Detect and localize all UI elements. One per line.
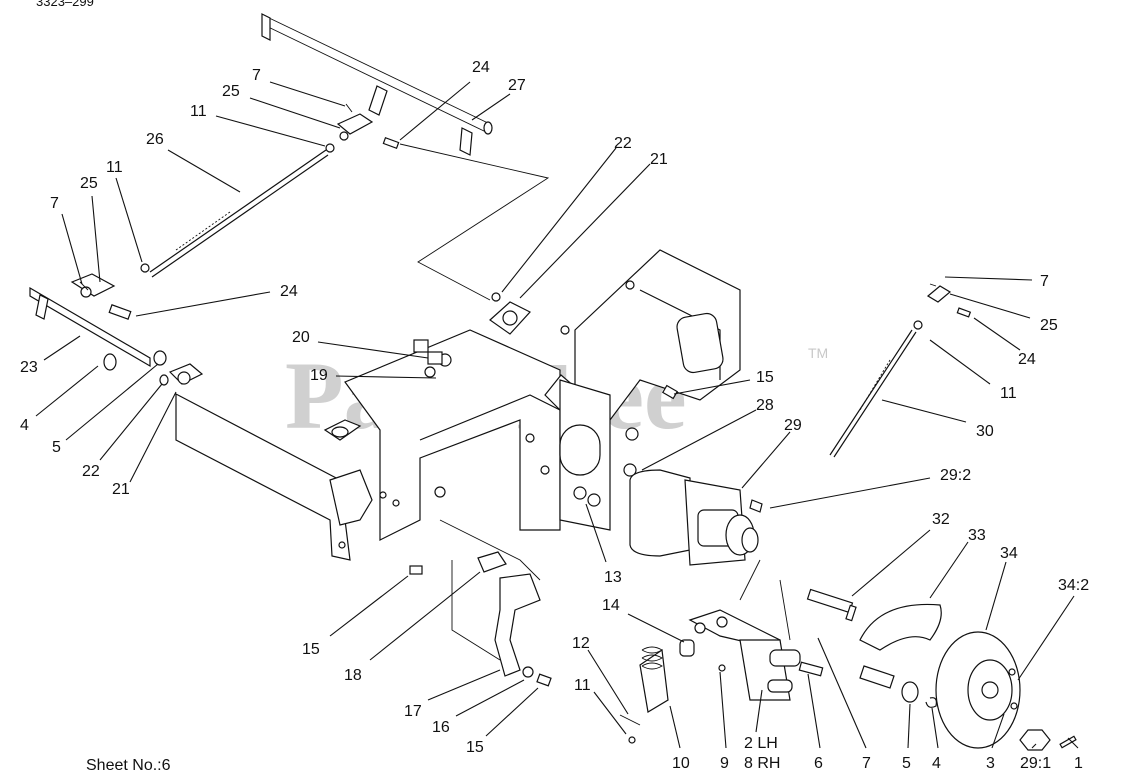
bolt-left (409, 565, 423, 575)
callout-label: 4 (20, 417, 29, 434)
callout-label: 26 (146, 131, 164, 148)
routing-lines (399, 143, 791, 661)
callout-label: 28 (756, 397, 774, 414)
left-frame-bracket (175, 393, 373, 561)
brake-bellcrank (679, 609, 824, 701)
callout-label: 22 (614, 135, 632, 152)
long-bolt (806, 588, 857, 622)
callout-label: 2 LH (744, 735, 778, 752)
right-housing (559, 249, 741, 531)
callout-label: 32 (932, 511, 950, 528)
drawing-number: 3323–299 (36, 0, 94, 9)
callout-label: 29:1 (1020, 755, 1051, 772)
leader-lines (35, 81, 1079, 749)
spring (619, 646, 669, 744)
callout-label: 33 (968, 527, 986, 544)
callout-label: 22 (82, 463, 100, 480)
central-frame (323, 329, 576, 541)
callout-label: 24 (280, 283, 298, 300)
nut-20 (427, 351, 443, 365)
callout-label: 18 (344, 667, 362, 684)
callout-label: 6 (814, 755, 823, 772)
callout-label: 15 (756, 369, 774, 386)
callout-label: 11 (1000, 385, 1017, 402)
callout-label: 24 (472, 59, 490, 76)
callout-label: 15 (466, 739, 484, 756)
callout-label: 7 (50, 195, 59, 212)
callout-label: 7 (252, 67, 261, 84)
callout-label: 27 (508, 77, 526, 94)
callout-label: 14 (602, 597, 620, 614)
washer-right (901, 681, 919, 703)
upper-cross-shaft (261, 13, 493, 156)
callout-label: 10 (672, 755, 690, 772)
sheet-label: Sheet No.:6 (86, 757, 171, 774)
callout-label: 5 (52, 439, 61, 456)
brake-band (859, 603, 942, 689)
left-shaft (29, 273, 204, 386)
callout-label: 20 (292, 329, 310, 346)
callout-label: 11 (574, 677, 591, 694)
right-rod (829, 283, 972, 458)
clip-right (925, 697, 937, 708)
brake-pedal (477, 551, 552, 687)
callout-label: 4 (932, 755, 941, 772)
callout-label: 11 (106, 159, 123, 176)
upper-clevis-group (325, 103, 400, 153)
bolt-mid (413, 339, 429, 353)
callout-label: 7 (862, 755, 871, 772)
brake-drum (935, 631, 1021, 749)
key-pin (749, 499, 763, 513)
callout-label: 1 (1074, 755, 1083, 772)
part-drawings (29, 13, 1077, 751)
callout-label: 11 (190, 103, 207, 120)
castle-nut (1019, 729, 1077, 751)
callout-label: 29 (784, 417, 802, 434)
callout-label: 30 (976, 423, 994, 440)
callout-label: 25 (222, 83, 240, 100)
callout-label: 3 (986, 755, 995, 772)
upper-rod (140, 149, 329, 278)
callout-label: 7 (1040, 273, 1049, 290)
callout-label: 24 (1018, 351, 1036, 368)
callout-labels: 7 25 11 24 27 26 11 25 7 24 23 4 5 22 21… (20, 59, 1089, 772)
callout-label: 23 (20, 359, 38, 376)
callout-label: 34 (1000, 545, 1018, 562)
callout-label: 25 (80, 175, 98, 192)
callout-label: 5 (902, 755, 911, 772)
callout-label: 15 (302, 641, 320, 658)
callout-label: 21 (112, 481, 130, 498)
watermark-tm: TM (808, 345, 828, 361)
motor-assembly (629, 469, 759, 566)
callout-label: 13 (604, 569, 622, 586)
callout-label: 8 RH (744, 755, 780, 772)
callout-label: 21 (650, 151, 668, 168)
callout-label: 17 (404, 703, 422, 720)
callout-label: 12 (572, 635, 590, 652)
callout-label: 19 (310, 367, 328, 384)
callout-label: 29:2 (940, 467, 971, 484)
callout-label: 9 (720, 755, 729, 772)
callout-label: 34:2 (1058, 577, 1089, 594)
callout-label: 16 (432, 719, 450, 736)
flange-bearing (489, 292, 531, 335)
callout-label: 25 (1040, 317, 1058, 334)
